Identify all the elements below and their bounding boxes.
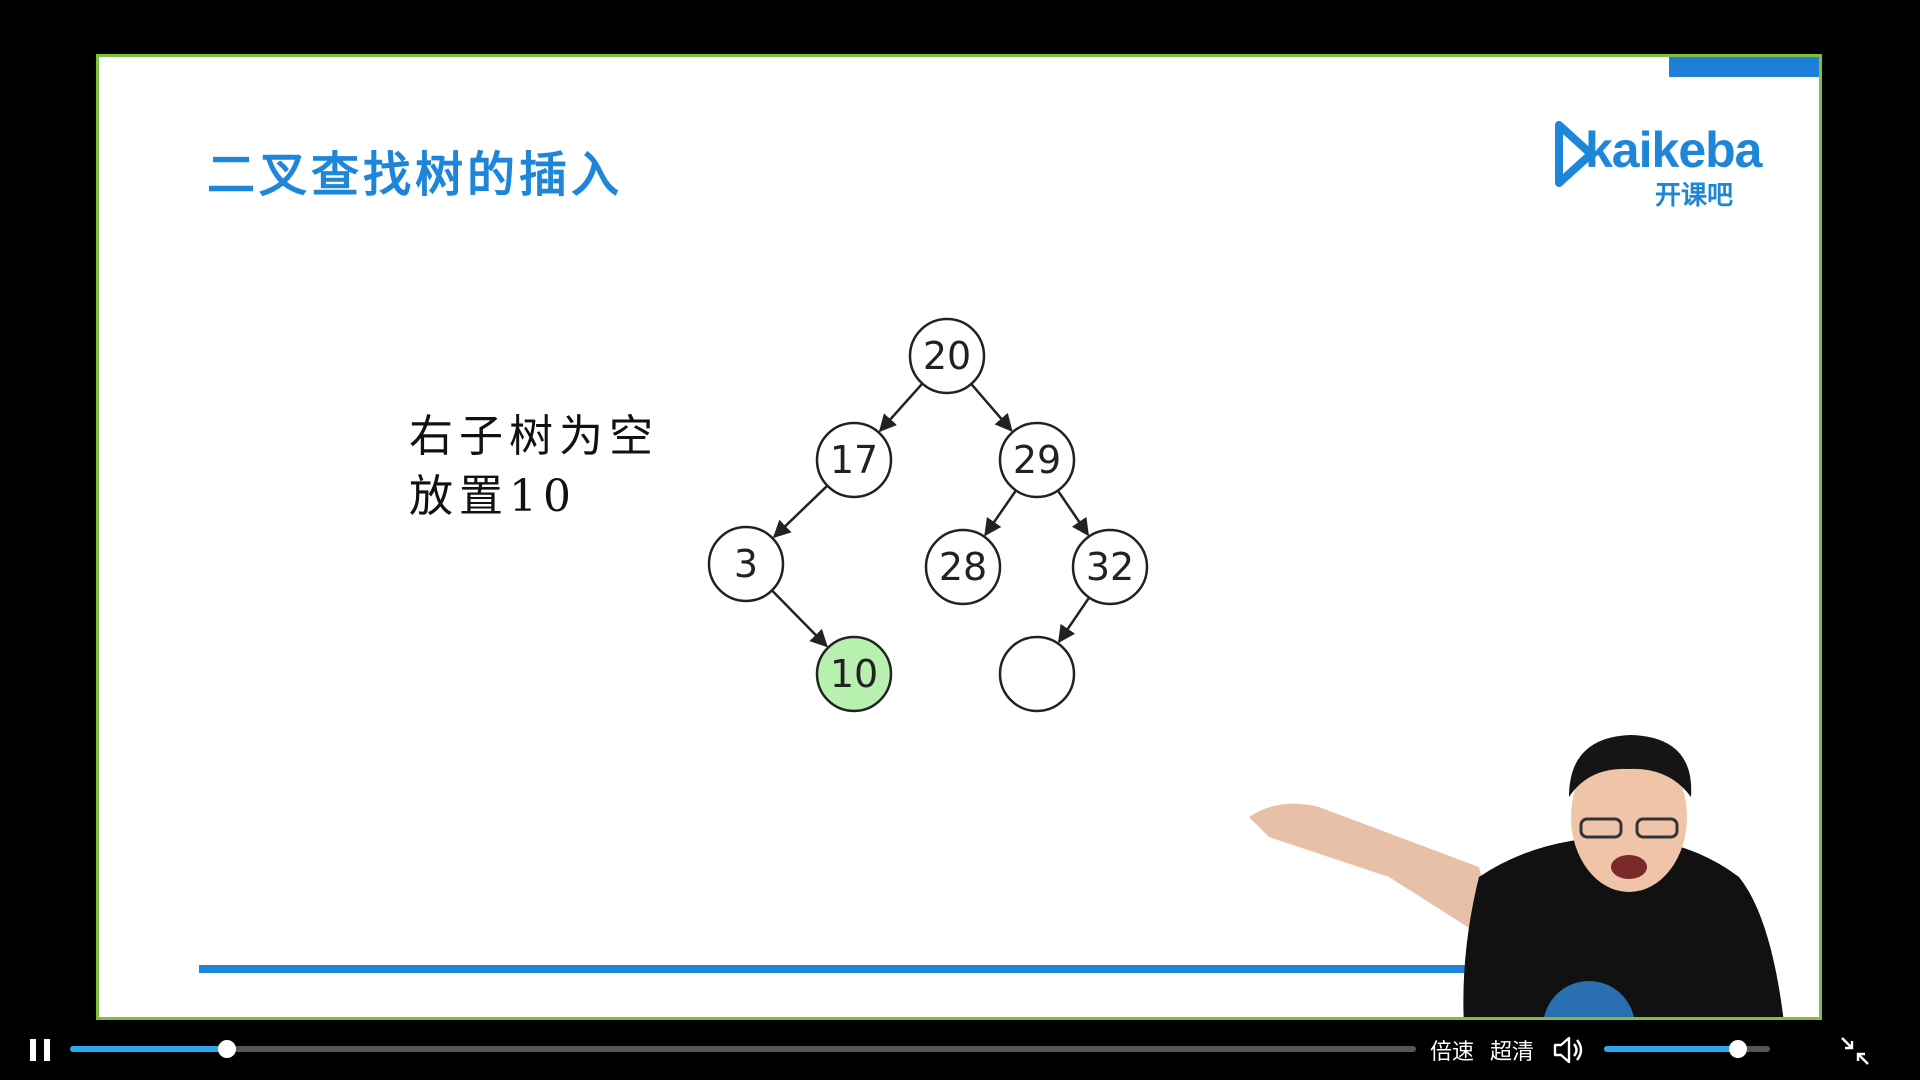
corner-accent-bar [1669, 57, 1819, 77]
logo-play-icon [1555, 121, 1595, 187]
logo-text: kaikeba [1585, 122, 1762, 178]
note-line-1: 右子树为空 [409, 411, 659, 462]
tree-edge-n29-n32 [1056, 489, 1090, 537]
video-player-controls: 倍速 超清 [0, 1022, 1920, 1080]
speed-button[interactable]: 倍速 [1430, 1040, 1475, 1065]
tree-node-n20: 20 [908, 317, 986, 395]
bottom-divider [199, 965, 1519, 973]
tree-node-n28: 28 [924, 528, 1002, 606]
volume-handle[interactable] [1729, 1040, 1748, 1058]
tree-edge-n32-n30 [1057, 596, 1091, 644]
tree-node-n10: 10 [815, 635, 893, 713]
progress-fill [70, 1046, 228, 1052]
tree-node-circle [908, 317, 986, 395]
quality-button[interactable]: 超清 [1490, 1040, 1535, 1065]
tree-node-label: 17 [830, 438, 878, 482]
volume-slider[interactable] [1604, 1040, 1770, 1058]
tree-node-circle [998, 421, 1076, 499]
tree-node-label: 3 [734, 542, 758, 586]
slide-title: 二叉查找树的插入 [207, 147, 624, 203]
volume-icon[interactable] [1550, 1032, 1586, 1068]
tree-node-circle [815, 635, 893, 713]
tree-node-circle [924, 528, 1002, 606]
slide-note: 右子树为空 放置10 [409, 407, 659, 527]
pause-button[interactable] [26, 1036, 56, 1066]
tree-node-n17: 17 [815, 421, 893, 499]
tree-node-circle [1071, 528, 1149, 606]
tree-node-n30 [998, 635, 1076, 713]
exit-fullscreen-icon[interactable] [1838, 1034, 1872, 1068]
pause-icon-bar [30, 1039, 36, 1061]
progress-bar[interactable] [70, 1040, 1416, 1058]
binary-tree-diagram: 20 17 29 3 28 32 10 [707, 317, 1149, 713]
tree-edge-n20-n17 [878, 382, 924, 433]
volume-fill [1604, 1046, 1739, 1052]
progress-handle[interactable] [218, 1040, 237, 1058]
pause-icon-bar [44, 1039, 50, 1061]
tree-node-circle [815, 421, 893, 499]
tree-node-label: 28 [939, 545, 987, 589]
tree-node-label: 10 [830, 652, 878, 696]
kaikeba-logo: kaikeba 开课吧 [1555, 115, 1762, 215]
tree-node-circle [998, 635, 1076, 713]
tree-edge-n3-n10 [771, 589, 828, 648]
tree-node-n29: 29 [998, 421, 1076, 499]
tree-node-circle [707, 525, 785, 603]
tree-node-label: 32 [1086, 545, 1134, 589]
note-line-2: 放置10 [409, 471, 577, 522]
tree-edge-n29-n28 [984, 489, 1017, 537]
tree-edge-n17-n3 [772, 484, 829, 539]
tree-edge-n20-n29 [970, 383, 1013, 432]
logo-subtext: 开课吧 [1655, 181, 1734, 211]
presenter-video-overlay [1249, 735, 1784, 1017]
tree-node-label: 29 [1013, 438, 1061, 482]
tree-node-n32: 32 [1071, 528, 1149, 606]
tree-node-n3: 3 [707, 525, 785, 603]
tree-node-label: 20 [923, 334, 971, 378]
